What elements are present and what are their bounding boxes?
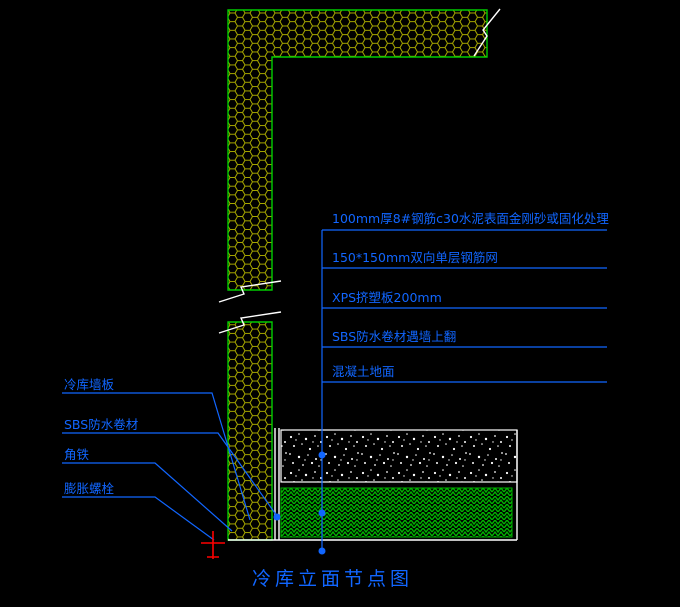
label-expansion-bolt: 膨胀螺栓	[64, 481, 115, 496]
label-angle-iron: 角铁	[64, 447, 90, 462]
upper-wall-section	[227, 9, 488, 291]
note-rebar-mesh: 150*150mm双向单层钢筋网	[332, 250, 498, 265]
xps-board-layer	[280, 487, 513, 538]
leader-dot-base	[318, 547, 326, 555]
concrete-slab	[280, 429, 518, 483]
leader-dot-membrane	[273, 513, 281, 521]
note-xps-board: XPS挤塑板200mm	[332, 290, 442, 305]
leader-dot-xps	[318, 509, 326, 517]
bolt-marker-red	[201, 531, 225, 559]
note-concrete-floor: 混凝土地面	[332, 364, 395, 379]
membrane-strip	[274, 428, 280, 540]
label-coldroom-wall-panel: 冷库墙板	[64, 377, 115, 392]
note-sbs-upturn: SBS防水卷材遇墙上翻	[332, 329, 457, 344]
left-leader-lines	[62, 392, 281, 541]
lower-wall-section	[227, 321, 273, 541]
leader-dot-concrete	[318, 451, 326, 459]
label-sbs-membrane: SBS防水卷材	[64, 417, 139, 432]
floor-baseline	[228, 430, 518, 541]
break-mark-top-right	[473, 8, 501, 57]
break-mark-lower-wall-top	[218, 311, 282, 334]
right-leader-lines	[318, 229, 607, 555]
drawing-title: 冷库立面节点图	[252, 568, 414, 590]
note-surface-hardener: 100mm厚8#钢筋c30水泥表面金刚砂或固化处理	[332, 211, 609, 226]
break-mark-upper-wall-bottom	[218, 280, 282, 303]
